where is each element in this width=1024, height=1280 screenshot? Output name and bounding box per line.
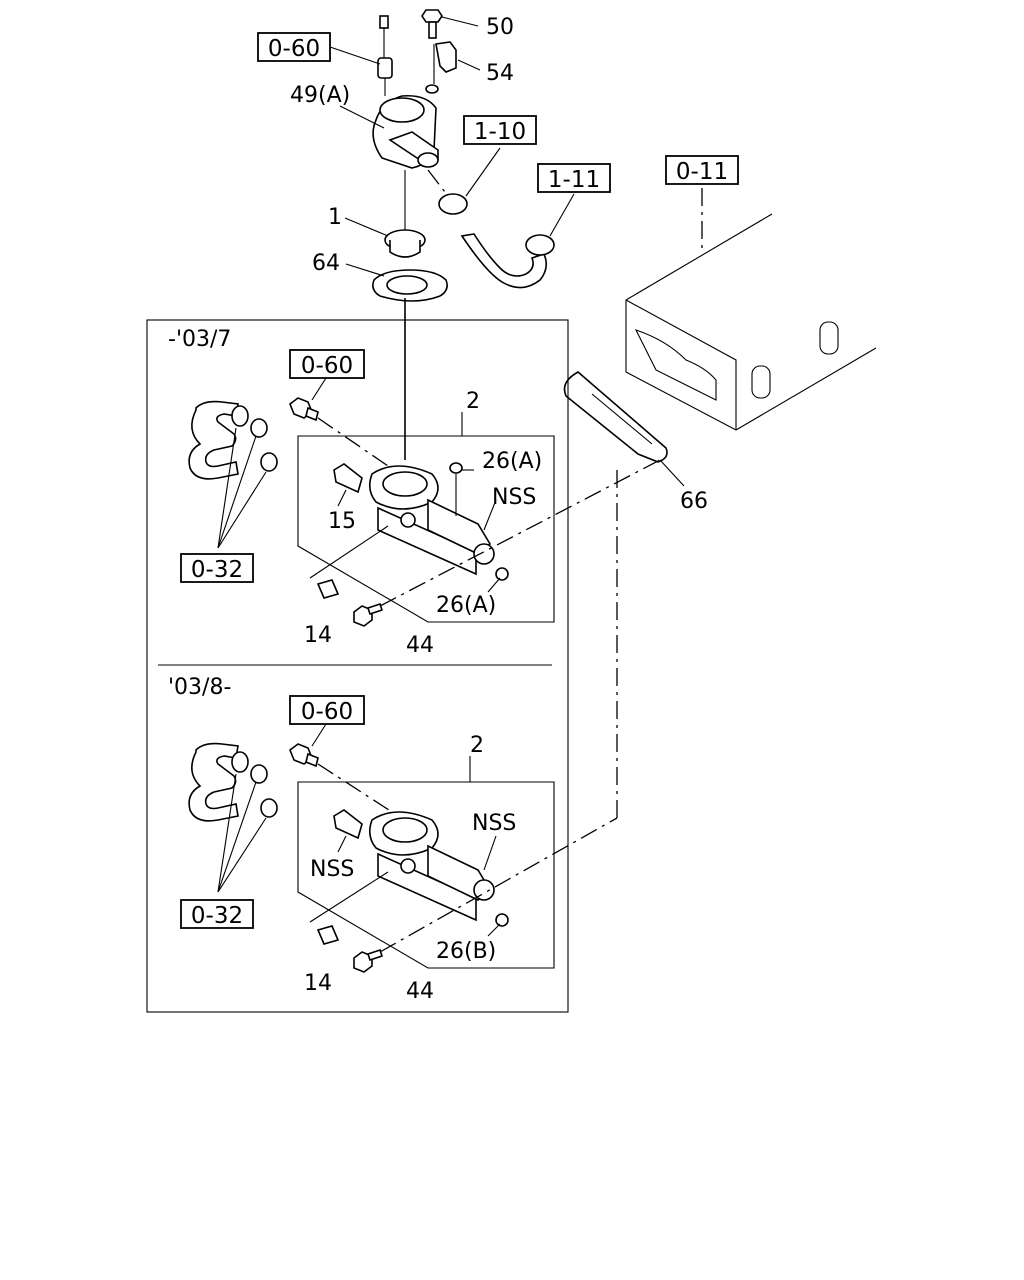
lower-date-range: '03/8- — [168, 675, 231, 700]
upper-pipe-part — [333, 463, 363, 507]
lower-stud-part — [309, 871, 389, 945]
upper-plug-bottom-callout: 26(A) — [436, 593, 496, 618]
panel-frame — [146, 319, 569, 1013]
temperature-sensor-part — [377, 15, 393, 96]
lower-bolt-part — [353, 817, 618, 973]
upper-hose-ref-label: 0-32 — [191, 557, 243, 583]
upper-date-range: -'03/7 — [168, 327, 231, 352]
upper-thermostat-body-part — [368, 462, 509, 581]
upper-pipe-callout: 15 — [328, 509, 356, 534]
upper-sensor-ref-box — [289, 349, 365, 379]
upper-sensor-ref-label: 0-60 — [301, 353, 353, 379]
lower-hose-ref-label: 0-32 — [191, 903, 243, 929]
lower-body-callout: 2 — [470, 733, 484, 758]
upper-bolt-callout: 44 — [406, 633, 434, 658]
housing-callout: 49(A) — [290, 83, 350, 108]
sensor-ref-label: 0-60 — [268, 36, 320, 62]
top-labels: 0-60 50 54 49(A) 1-10 1-11 0-11 1 64 66 — [257, 15, 739, 514]
upper-bypass-hose-part — [188, 400, 278, 480]
hose-ref-box — [537, 163, 611, 193]
thermostat-part — [344, 217, 426, 258]
hose-clamp-ref-label: 1-10 — [474, 119, 526, 145]
head-gasket-callout: 66 — [680, 489, 708, 514]
lower-plug-bottom-callout: 26(B) — [436, 939, 496, 964]
lower-sensor-ref-box — [289, 695, 365, 725]
bracket-callout: 54 — [486, 61, 514, 86]
variant-panel: -'03/7 0-60 — [146, 319, 661, 1013]
radiator-hose-part — [460, 193, 575, 289]
upper-stud-part — [309, 525, 389, 599]
gasket-part-64 — [345, 263, 448, 460]
lower-nss-body-callout: NSS — [472, 811, 516, 836]
hose-clamp-part — [427, 147, 501, 215]
lower-hose-ref-box — [180, 899, 254, 929]
upper-stud-callout: 14 — [304, 623, 332, 648]
cylinder-head-part — [625, 188, 877, 431]
bolt-part-50 — [421, 9, 479, 39]
gasket-callout: 64 — [312, 251, 340, 276]
upper-nss-callout: NSS — [492, 485, 536, 510]
lower-stud-callout: 14 — [304, 971, 332, 996]
lower-nss-pipe-callout: NSS — [310, 857, 354, 882]
lower-pipe-part — [333, 809, 363, 853]
bolt-callout: 50 — [486, 15, 514, 40]
top-assembly — [339, 9, 877, 818]
hose-clamp-ref-box — [463, 115, 537, 145]
cylinder-head-ref-box — [665, 155, 739, 185]
hose-ref-label: 1-11 — [548, 167, 600, 193]
lower-bolt-callout: 44 — [406, 979, 434, 1004]
lower-variant: '03/8- 0-60 — [168, 675, 618, 1004]
lower-sensor-ref-label: 0-60 — [301, 699, 353, 725]
upper-sensor-part — [289, 397, 389, 467]
lower-thermostat-body-part — [368, 811, 509, 927]
upper-plug-top-callout: 26(A) — [482, 449, 542, 474]
lower-bypass-hose-part — [188, 742, 278, 822]
upper-bolt-part — [353, 459, 661, 627]
bracket-part-54 — [425, 41, 481, 94]
thermostat-housing-part — [339, 94, 439, 230]
upper-body-callout: 2 — [466, 389, 480, 414]
thermostat-callout: 1 — [328, 205, 342, 230]
cylinder-head-ref-label: 0-11 — [676, 159, 728, 185]
upper-hose-ref-box — [180, 553, 254, 583]
upper-variant: -'03/7 0-60 — [168, 327, 661, 658]
lower-sensor-part — [289, 743, 393, 813]
head-gasket-part — [563, 371, 685, 487]
